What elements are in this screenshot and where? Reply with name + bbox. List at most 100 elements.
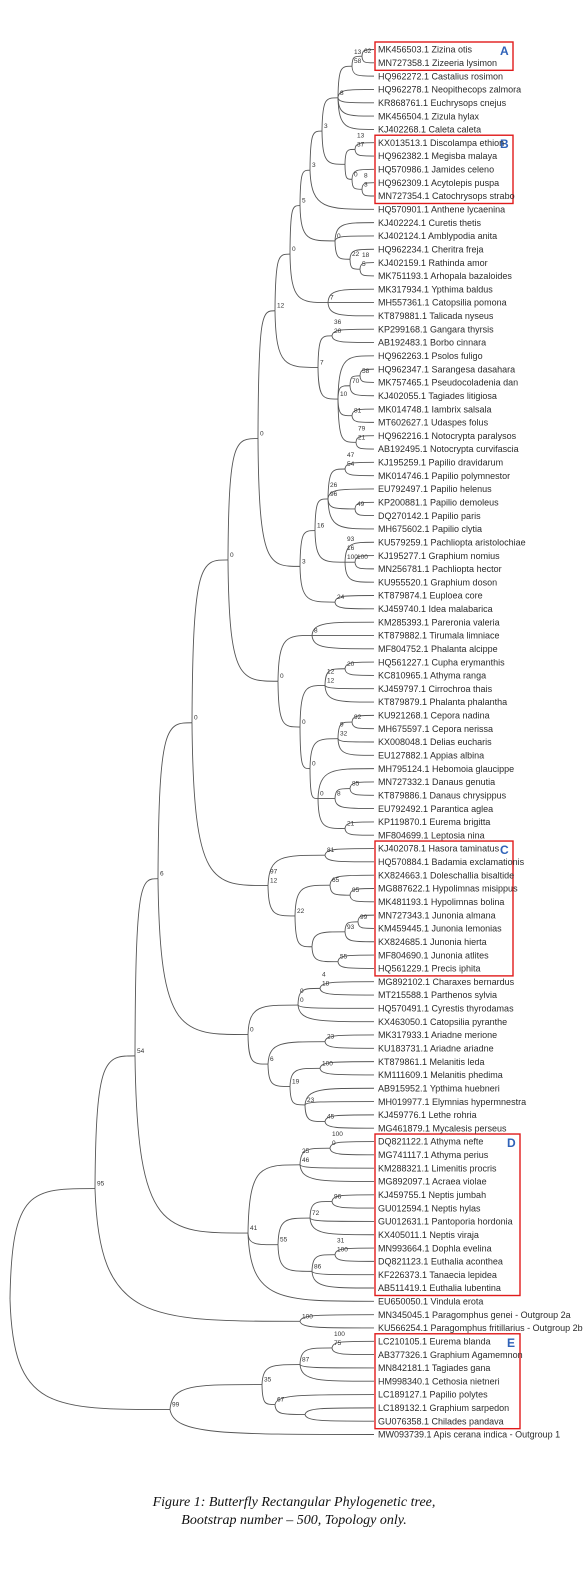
- branch-to-tip: [359, 375, 375, 383]
- tip-label: HQ962278.1 Neopithecops zalmora: [378, 85, 521, 95]
- branch-internal: [334, 240, 351, 260]
- branch-internal: [299, 684, 326, 728]
- tip-label: MK456503.1 Zizina otis: [378, 45, 473, 55]
- branch-internal: [334, 788, 351, 799]
- tip-label: LC189127.1 Papilio polytes: [378, 1390, 488, 1400]
- branch-internal: [289, 254, 329, 303]
- branch-internal: [247, 1034, 269, 1065]
- tip-label: KM459445.1 Junonia lemonias: [378, 924, 502, 934]
- bootstrap-value: 99: [360, 914, 368, 921]
- tip-label: KJ402268.1 Caleta caleta: [378, 125, 481, 135]
- branch-to-tip: [311, 1271, 375, 1289]
- bootstrap-value: 0: [260, 431, 264, 438]
- tip-label: GU076358.1 Chilades pandava: [378, 1416, 504, 1426]
- bootstrap-value: 0: [230, 552, 234, 559]
- branch-to-tip: [324, 1114, 375, 1122]
- tip-label: KP299168.1 Gangara thyrsis: [378, 324, 494, 334]
- branch-to-tip: [337, 954, 375, 962]
- clade-label: D: [507, 1136, 516, 1150]
- tip-label: DQ821123.1 Euthalia aconthea: [378, 1257, 503, 1267]
- caption-line-2: Bootstrap number – 500, Topology only.: [181, 1513, 407, 1528]
- branch-internal: [227, 559, 279, 682]
- branch-internal: [311, 1254, 336, 1272]
- branch-internal: [261, 1384, 276, 1405]
- branch-internal: [344, 164, 353, 180]
- tip-label: KJ459755.1 Neptis jumbah: [378, 1190, 486, 1200]
- branch-internal: [329, 885, 351, 896]
- tip-label: MW093739.1 Apis cerana indica - Outgroup…: [378, 1430, 560, 1440]
- branch-internal: [267, 854, 326, 886]
- bootstrap-value: 31: [337, 1238, 345, 1245]
- branch-internal: [157, 878, 249, 1036]
- bootstrap-value: 0: [250, 1027, 254, 1034]
- branch-internal: [337, 399, 357, 443]
- branch-to-tip: [337, 89, 375, 98]
- branch-internal: [134, 878, 159, 1056]
- bootstrap-value: 100: [357, 554, 368, 561]
- bootstrap-value: 0: [354, 171, 358, 178]
- bootstrap-value: 3: [364, 181, 368, 188]
- tip-label: GU012594.1 Neptis hylas: [378, 1203, 481, 1213]
- branch-to-tip: [349, 895, 375, 903]
- branch-internal: [274, 1404, 306, 1415]
- branch-internal: [337, 721, 353, 739]
- bootstrap-value: 58: [354, 58, 362, 65]
- bootstrap-value: 25: [302, 1148, 310, 1155]
- branch-internal: [337, 399, 353, 417]
- bootstrap-value: 100: [347, 554, 358, 561]
- bootstrap-value: 55: [340, 954, 348, 961]
- branch-to-tip: [324, 855, 375, 863]
- branch-to-tip: [331, 1347, 375, 1356]
- clade-box-b: [374, 134, 514, 205]
- branch-internal: [314, 498, 329, 531]
- tip-label: EU650050.1 Vindula erota: [378, 1297, 483, 1307]
- branch-to-tip: [311, 635, 375, 650]
- branch-to-tip: [309, 1218, 375, 1236]
- tip-label: KX463050.1 Catopsilia pyranthe: [378, 1017, 507, 1027]
- tip-label: MK481193.1 Hypolimnas bolina: [378, 897, 504, 907]
- bootstrap-value: 8: [314, 627, 318, 634]
- tip-label: EU127882.1 Appias albina: [378, 751, 484, 761]
- branch-to-tip: [359, 269, 375, 277]
- bootstrap-value: 97: [270, 869, 278, 876]
- branch-to-tip: [304, 1414, 375, 1422]
- bootstrap-value: 100: [302, 1313, 313, 1320]
- branch-internal: [349, 259, 361, 270]
- branch-to-tip: [355, 435, 375, 443]
- bootstrap-value: 4: [322, 971, 326, 978]
- branch-internal: [321, 97, 339, 132]
- branch-to-tip: [337, 738, 375, 743]
- tip-label: KT879881.1 Talicada nyseus: [378, 311, 494, 321]
- branch-to-tip: [319, 988, 375, 996]
- bootstrap-value: 8: [364, 172, 368, 179]
- tip-label: MN256781.1 Pachliopta hector: [378, 564, 502, 574]
- tip-label: KT879886.1 Danaus chrysippus: [378, 790, 507, 800]
- caption-line-1: Figure 1: Butterfly Rectangular Phylogen…: [152, 1495, 436, 1510]
- branch-internal: [297, 987, 321, 1006]
- tip-label: MN727354.1 Catochrysops strabo: [378, 191, 515, 201]
- bootstrap-value: 99: [172, 1402, 180, 1409]
- tip-label: KJ459797.1 Cirrochroa thais: [378, 684, 493, 694]
- bootstrap-value: 19: [292, 1079, 300, 1086]
- clade-box-e: [374, 1333, 521, 1430]
- bootstrap-value: 36: [334, 319, 342, 326]
- branch-to-tip: [329, 874, 375, 886]
- branch-internal: [247, 1004, 299, 1035]
- bootstrap-value: 70: [352, 378, 360, 385]
- branch-to-tip: [337, 97, 375, 130]
- bootstrap-value: 16: [317, 523, 325, 530]
- tip-label: KT879874.1 Euploea core: [378, 591, 483, 601]
- clade-label: A: [500, 44, 509, 58]
- tip-label: MF804699.1 Leptosia nina: [378, 830, 485, 840]
- bootstrap-value: 41: [250, 1225, 258, 1232]
- bootstrap-value: 26: [330, 482, 338, 489]
- branch-to-tip: [334, 222, 375, 241]
- branch-to-tip: [354, 508, 375, 517]
- bootstrap-value: 100: [332, 1131, 343, 1138]
- branch-internal: [299, 205, 336, 242]
- tip-label: KP119870.1 Eurema brigitta: [378, 817, 490, 827]
- branch-internal: [299, 530, 316, 567]
- branch-to-tip: [299, 1321, 375, 1329]
